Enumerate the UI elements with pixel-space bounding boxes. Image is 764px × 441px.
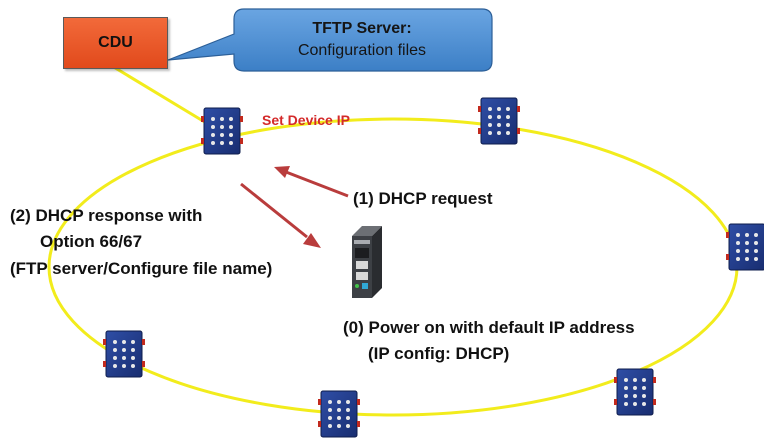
tftp-subtitle: Configuration files [297,42,427,59]
ring-device-right-icon [725,223,764,271]
set-device-ip-label: Set Device IP [262,112,350,128]
ring-device-bottom-right-icon [613,368,657,416]
ring-device-top-right-icon [477,97,521,145]
industrial-gateway-icon [352,226,382,298]
tftp-callout-text: TFTP Server: Configuration files [232,9,492,71]
power-on-label: (0) Power on with default IP address [343,318,635,337]
dhcp-request-label: (1) DHCP request [353,189,493,208]
dhcp-response-label-line1: (2) DHCP response with [10,206,203,225]
dhcp-response-arrow [240,182,321,248]
cdu-label: CDU [98,34,133,51]
cdu-connector-line [111,64,209,126]
ring-device-bottom-icon [317,390,361,438]
dhcp-response-label-line2: Option 66/67 [40,232,143,251]
tftp-callout-bubble [167,8,493,72]
ring-device-left-icon [102,330,146,378]
ring-device-top-left-icon [200,107,244,155]
tftp-title: TFTP Server: [312,20,412,37]
ip-config-label: (IP config: DHCP) [368,344,510,363]
dhcp-response-label-line3: (FTP server/Configure file name) [10,259,273,278]
dhcp-request-arrow [274,166,349,198]
cdu-node: CDU [63,17,168,69]
